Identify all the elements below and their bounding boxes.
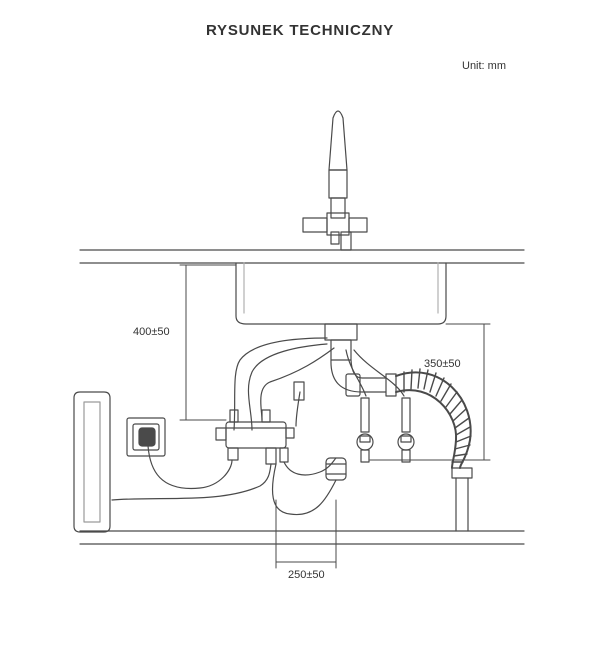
corrugated-hose [395,368,473,532]
wires [111,445,337,516]
control-box [215,381,305,465]
diagram-title: RYSUNEK TECHNICZNY [205,22,395,39]
sink-bowl [235,262,447,325]
dimension-label-supply-spacing: 250±50 [288,569,325,581]
power-socket-icon [126,417,166,457]
inline-filter-icon [325,457,347,481]
dimension-label-sink-depth: 400±50 [133,326,170,338]
unit-label: Unit: mm [462,60,506,72]
side-panel [73,391,111,533]
angle-valve-right-icon [397,397,415,463]
dimension-lines [179,264,491,569]
cabinet-floor [79,530,525,545]
dimension-label-drain-offset: 350±50 [424,358,461,370]
countertop [79,249,525,264]
supply-hoses [233,337,405,431]
faucet-icon [302,110,368,251]
angle-valve-left-icon [356,397,374,463]
